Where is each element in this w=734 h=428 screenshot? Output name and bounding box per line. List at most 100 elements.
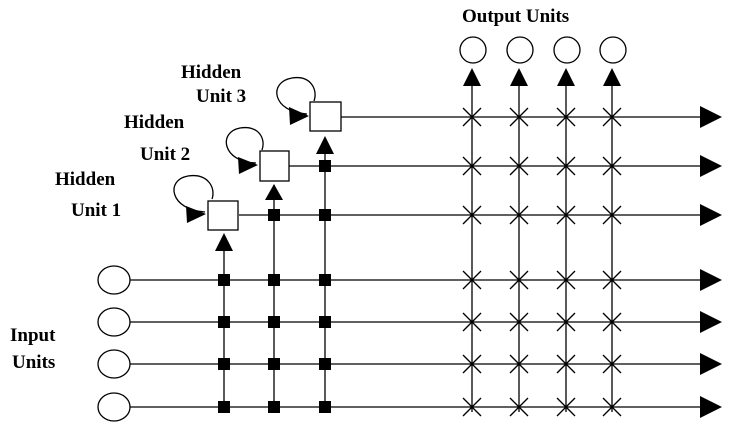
cross-stroke: [556, 270, 576, 290]
arrowhead-right-icon: [289, 107, 309, 125]
arrowhead-up-icon: [603, 68, 621, 86]
cross-stroke: [556, 107, 576, 127]
arrowhead-right-icon: [238, 157, 258, 174]
weight-cross-icon: [462, 107, 482, 127]
arrowhead-up-icon: [316, 136, 334, 154]
weight-cross-icon: [602, 107, 622, 127]
hidden-unit-1-label-line2: Unit 1: [71, 200, 121, 221]
weight-square: [319, 160, 331, 172]
weight-cross-icon: [602, 397, 622, 417]
weight-square: [319, 274, 331, 286]
weight-cross-icon: [462, 156, 482, 176]
cross-stroke: [556, 205, 576, 225]
self-loop-arrow: [225, 126, 264, 164]
arrowhead-up-icon: [265, 184, 283, 200]
weight-cross-icon: [509, 270, 529, 290]
arrowhead-right-icon: [700, 353, 722, 375]
cross-stroke: [602, 270, 622, 290]
arrowhead-right-icon: [700, 311, 722, 333]
weight-square: [319, 358, 331, 370]
cross-stroke: [556, 354, 576, 374]
input-unit-circle: [97, 265, 131, 295]
weight-square: [218, 401, 230, 413]
hidden-row-lines: [239, 116, 700, 216]
cross-stroke: [509, 354, 529, 374]
weight-cross-icon: [556, 107, 576, 127]
weight-cross-icon: [509, 156, 529, 176]
hidden-unit-1-label-line1: Hidden: [55, 169, 116, 190]
cross-stroke: [462, 270, 482, 290]
cross-stroke: [556, 156, 576, 176]
weight-square: [268, 401, 280, 413]
arrowhead-up-icon: [463, 68, 481, 86]
weight-cross-icon: [509, 354, 529, 374]
arrowhead-right-icon: [700, 269, 722, 291]
arrowhead-up-icon: [215, 233, 233, 251]
weight-square: [268, 358, 280, 370]
arrowhead-up-icon: [510, 68, 528, 86]
output-unit-circle: [459, 36, 487, 64]
cross-stroke: [462, 354, 482, 374]
self-loop-arrow: [173, 175, 214, 213]
cross-stroke: [556, 312, 576, 332]
weight-cross-icon: [602, 312, 622, 332]
weight-square: [268, 209, 280, 221]
cross-stroke: [509, 397, 529, 417]
weight-square: [319, 316, 331, 328]
cross-stroke: [462, 156, 482, 176]
input-unit-circle: [97, 307, 131, 337]
input-row-lines: [130, 279, 700, 408]
cross-stroke: [602, 354, 622, 374]
cross-stroke: [462, 205, 482, 225]
arrowhead-up-icon: [557, 68, 575, 86]
weight-cross-icon: [462, 205, 482, 225]
weight-cross-icon: [462, 312, 482, 332]
weight-cross-icon: [462, 270, 482, 290]
input-units-label-line1: Input: [10, 325, 56, 346]
weight-cross-icon: [556, 354, 576, 374]
weight-cross-icon: [602, 354, 622, 374]
arrowhead-right-icon: [700, 106, 722, 128]
weight-cross-icon: [462, 397, 482, 417]
weight-cross-icon: [602, 270, 622, 290]
hidden-unit-1-box: [207, 200, 239, 231]
cross-stroke: [509, 270, 529, 290]
hidden-unit-1: [173, 175, 239, 231]
arrowhead-right-icon: [700, 204, 722, 226]
cross-stroke: [556, 397, 576, 417]
output-unit-circle: [506, 36, 534, 64]
hidden-unit-2-label-line1: Hidden: [124, 112, 185, 133]
self-loop-arrow: [276, 77, 316, 115]
output-units: [459, 36, 627, 64]
hidden-unit-2: [225, 126, 290, 182]
arrowhead-right-icon: [186, 206, 206, 223]
arrowhead-right-icon: [700, 155, 722, 177]
hidden-unit-3-label-line2: Unit 3: [196, 86, 246, 107]
hidden-unit-2-box: [259, 150, 290, 182]
weight-square: [268, 316, 280, 328]
cross-stroke: [602, 397, 622, 417]
weight-cross-icon: [509, 397, 529, 417]
weight-cross-icon: [602, 205, 622, 225]
weight-square: [319, 209, 331, 221]
weight-cross-icon: [509, 107, 529, 127]
output-unit-circle: [599, 36, 627, 64]
trainable-weight-crosses: [462, 107, 622, 417]
weight-square: [319, 401, 331, 413]
frozen-weight-squares: [218, 160, 331, 413]
cross-stroke: [509, 312, 529, 332]
cross-stroke: [602, 312, 622, 332]
cross-stroke: [602, 156, 622, 176]
hidden-unit-3-label-line1: Hidden: [181, 62, 242, 83]
input-unit-circle: [97, 349, 131, 379]
cross-stroke: [462, 397, 482, 417]
hidden-unit-2-label-line2: Unit 2: [140, 144, 190, 165]
cross-stroke: [509, 156, 529, 176]
arrowhead-right-icon: [700, 396, 722, 418]
weight-cross-icon: [509, 205, 529, 225]
cross-stroke: [462, 312, 482, 332]
weight-square: [218, 274, 230, 286]
cross-stroke: [462, 107, 482, 127]
